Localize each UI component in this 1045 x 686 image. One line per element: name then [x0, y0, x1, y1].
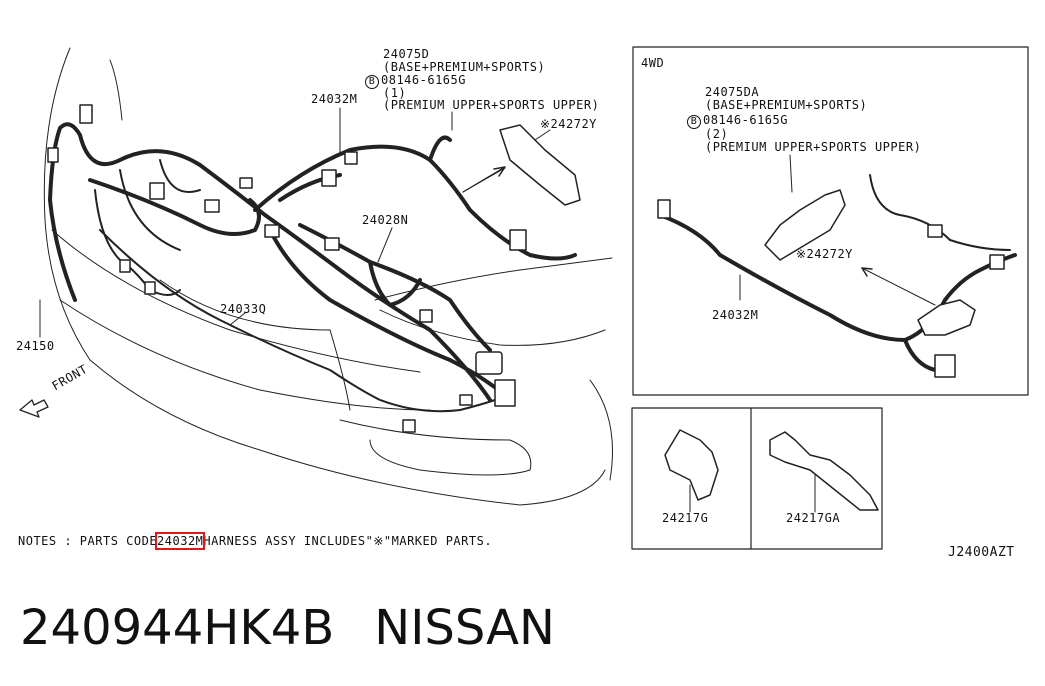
footer-part-number: 240944HK4B [20, 600, 335, 656]
connectors [47, 104, 527, 433]
label-24075da-variant: (BASE+PREMIUM+SPORTS) [705, 98, 868, 112]
label-24028n: 24028N [362, 213, 409, 227]
bolt-variant: (PREMIUM UPPER+SPORTS UPPER) [383, 98, 600, 112]
label-24033q: 24033Q [220, 302, 267, 316]
diagram-code: J2400AZT [948, 545, 1015, 560]
label-24075d: 24075D [383, 47, 430, 61]
main-harness-cables [48, 122, 577, 402]
label-24075d-variant: (BASE+PREMIUM+SPORTS) [383, 60, 546, 74]
label-24075da: 24075DA [705, 85, 760, 99]
leader-lines [39, 107, 551, 338]
vehicle-body-outline [43, 47, 613, 506]
label-24217g: 24217G [662, 511, 709, 525]
inset-bolt-symbol: B [687, 115, 701, 129]
inset-4wd-connectors [657, 199, 1005, 378]
inset-label-24272y: ※24272Y [796, 247, 853, 261]
inset-4wd-bracket [764, 189, 976, 336]
inset-bolt-part-number: 08146-6165G [703, 113, 788, 127]
notes-highlighted-code: 24032M [155, 532, 206, 550]
inset-label-24032m: 24032M [712, 308, 759, 322]
front-arrow [19, 399, 49, 418]
bracket-24217g-shape [664, 429, 719, 501]
label-24272y: ※24272Y [540, 117, 597, 131]
label-24150: 24150 [16, 339, 55, 353]
inset-bolt-variant: (PREMIUM UPPER+SPORTS UPPER) [705, 140, 922, 154]
notes-prefix: NOTES : PARTS CODE [18, 534, 158, 548]
bolt-quantity: (1) [383, 86, 407, 100]
inset-4wd-frame [632, 46, 1029, 396]
notes-line: NOTES : PARTS CODE24032MHARNESS ASSY INC… [18, 532, 493, 550]
label-24032m: 24032M [311, 92, 358, 106]
inset-4wd-leaders [739, 154, 936, 306]
inset-4wd-harness [658, 213, 1017, 372]
arrow-to-bracket [462, 166, 506, 193]
bolt-symbol: B [365, 75, 379, 89]
label-24217ga: 24217GA [786, 511, 841, 525]
inset-bolt-quantity: (2) [705, 127, 729, 141]
footer-brand: NISSAN [374, 600, 555, 656]
inset-4wd-title: 4WD [641, 56, 665, 70]
bolt-part-number: 08146-6165G [381, 73, 466, 87]
inset-4wd-secondary [869, 174, 1011, 251]
secondary-harness-cables [94, 159, 496, 413]
bracket-24217ga-shape [769, 431, 879, 511]
bracket-inset-frame [631, 407, 883, 550]
bracket-24272y [499, 124, 581, 206]
notes-suffix: HARNESS ASSY INCLUDES"※"MARKED PARTS. [203, 534, 493, 548]
footer: 240944HK4B NISSAN [20, 600, 595, 656]
